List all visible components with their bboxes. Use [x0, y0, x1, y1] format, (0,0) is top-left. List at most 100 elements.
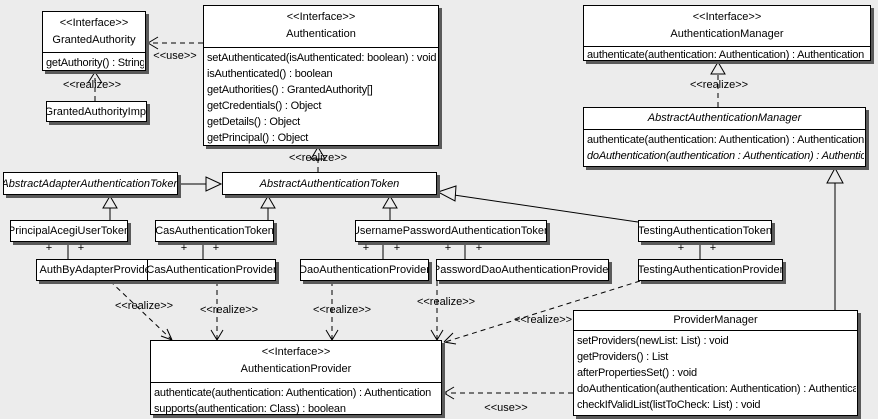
class-authentication-manager[interactable]: <<Interface>> AuthenticationManager auth… — [583, 5, 871, 61]
class-name: TestingAuthenticationToken — [638, 225, 772, 237]
class-granted-authority[interactable]: <<Interface>> GrantedAuthority getAuthor… — [42, 11, 146, 71]
class-method: getAuthority() : String — [46, 57, 144, 69]
class-stereotype: <<Interface>> — [59, 17, 129, 29]
assoc-plus-marker: + — [709, 242, 717, 254]
class-granted-authority-impl[interactable]: GrantedAuthorityImpl — [46, 101, 147, 122]
class-cas-authentication-provider[interactable]: CasAuthenticationProvider — [147, 259, 276, 281]
class-methods: getAuthority() : String — [43, 52, 145, 70]
class-method: getAuthorities() : GrantedAuthority[] — [207, 84, 373, 96]
class-method: getPrincipal() : Object — [207, 132, 309, 144]
class-name: DaoAuthenticationProvider — [300, 264, 429, 276]
edge-label-realize: <<realize>> — [114, 300, 174, 312]
class-authentication[interactable]: <<Interface>> Authentication setAuthenti… — [203, 5, 439, 146]
class-header: AbstractAuthenticationManager — [584, 108, 865, 129]
class-method: getProviders() : List — [577, 351, 669, 363]
class-cas-authentication-token[interactable]: CasAuthenticationToken — [155, 220, 274, 242]
class-method: authenticate(authentication: Authenticat… — [587, 49, 865, 61]
class-name: PrincipalAcegiUserToken — [10, 225, 128, 237]
assoc-plus-marker: + — [212, 242, 220, 254]
class-methods: setAuthenticated(isAuthenticated: boolea… — [204, 47, 438, 145]
class-username-password-authentication-token[interactable]: UsernamePasswordAuthenticationToken — [355, 220, 547, 242]
class-method: setAuthenticated(isAuthenticated: boolea… — [207, 52, 437, 64]
class-testing-authentication-token[interactable]: TestingAuthenticationToken — [638, 220, 772, 242]
edge-realize-testingprovider-authenticationprovider — [443, 280, 641, 345]
class-method: supports(authentication: Class) : boolea… — [154, 403, 346, 415]
edge-realize-passworddaoprovider-authenticationprovider — [430, 281, 444, 341]
class-methods: authenticate(authentication: Authenticat… — [584, 46, 870, 61]
class-name: AbstractAuthenticationManager — [647, 112, 802, 124]
class-name: AbstractAdapterAuthenticationToken — [3, 177, 178, 190]
edge-label-use: <<use>> — [153, 50, 197, 62]
class-name: GrantedAuthorityImpl — [46, 105, 147, 118]
class-methods: authenticate(authentication: Authenticat… — [151, 382, 441, 415]
edge-label-realize: <<realize>> — [513, 314, 573, 326]
assoc-plus-marker: + — [393, 242, 401, 254]
class-header: ProviderManager — [574, 311, 857, 330]
class-name: AuthByAdapterProvider — [39, 264, 155, 276]
class-method: setProviders(newList: List) : void — [577, 335, 729, 347]
edge-use-authentication-grantedauthority — [147, 36, 203, 50]
assoc-plus-marker: + — [475, 242, 483, 254]
class-name: PasswordDaoAuthenticationProvider — [436, 264, 609, 276]
class-name: CasAuthenticationToken — [155, 225, 274, 237]
assoc-plus-marker: + — [444, 242, 452, 254]
class-method: doAuthentication(authentication : Authen… — [587, 150, 864, 162]
edge-gen-testingtoken-abstracttoken — [436, 185, 639, 223]
edge-gen-usernamepasswordtoken-abstracttoken — [382, 195, 398, 220]
class-name: AuthenticationManager — [670, 28, 784, 40]
class-methods: setProviders(newList: List) : void getPr… — [574, 330, 857, 414]
class-auth-by-adapter-provider[interactable]: AuthByAdapterProvider — [36, 259, 158, 281]
class-name: CasAuthenticationProvider — [147, 264, 276, 276]
edge-realize-abstractmanager-authenticationmanager — [710, 61, 726, 107]
class-header: <<Interface>> AuthenticationProvider — [151, 341, 441, 382]
edge-gen-providermanager-abstractmanager — [826, 166, 844, 310]
class-principal-acegi-user-token[interactable]: PrincipalAcegiUserToken — [10, 220, 128, 242]
class-methods: authenticate(authentication: Authenticat… — [584, 129, 865, 165]
class-abstract-adapter-authentication-token[interactable]: AbstractAdapterAuthenticationToken — [3, 172, 178, 195]
class-name: Authentication — [286, 28, 356, 40]
edge-realize-daoprovider-authenticationprovider — [325, 281, 339, 341]
class-name: AuthenticationProvider — [240, 363, 352, 375]
class-stereotype: <<Interface>> — [286, 11, 356, 23]
edge-label-realize: <<realize>> — [416, 296, 476, 308]
edge-realize-authbyadapterprovider-authenticationprovider — [109, 280, 173, 341]
class-method: authenticate(authentication: Authenticat… — [587, 134, 864, 146]
assoc-plus-marker: + — [180, 242, 188, 254]
class-header: <<Interface>> GrantedAuthority — [43, 12, 145, 52]
edge-label-realize: <<realize>> — [62, 79, 122, 91]
edge-use-providermanager-authenticationprovider — [443, 386, 573, 400]
assoc-plus-marker: + — [362, 242, 370, 254]
class-header: <<Interface>> AuthenticationManager — [584, 6, 870, 46]
class-name: GrantedAuthority — [52, 34, 136, 46]
class-name: TestingAuthenticationProvider — [638, 264, 783, 276]
class-method: getDetails() : Object — [207, 116, 301, 128]
class-name: ProviderManager — [673, 314, 758, 326]
class-abstract-authentication-token[interactable]: AbstractAuthenticationToken — [222, 172, 437, 195]
class-method: afterPropertiesSet() : void — [577, 367, 697, 379]
class-name: UsernamePasswordAuthenticationToken — [355, 225, 547, 237]
class-stereotype: <<Interface>> — [692, 11, 762, 23]
class-provider-manager[interactable]: ProviderManager setProviders(newList: Li… — [573, 310, 858, 416]
class-method: checkIfValidList(listToCheck: List) : vo… — [577, 399, 761, 411]
class-header: <<Interface>> Authentication — [204, 6, 438, 47]
assoc-plus-marker: + — [77, 242, 85, 254]
edge-label-use: <<use>> — [484, 402, 528, 414]
class-password-dao-authentication-provider[interactable]: PasswordDaoAuthenticationProvider — [436, 259, 609, 281]
edge-gen-adaptertoken-abstracttoken — [178, 176, 223, 192]
class-method: doAuthentication(authentication: Authent… — [577, 383, 856, 395]
edge-label-realize: <<realize>> — [312, 304, 372, 316]
class-testing-authentication-provider[interactable]: TestingAuthenticationProvider — [638, 259, 783, 281]
edge-label-realize: <<realize>> — [689, 79, 749, 91]
assoc-plus-marker: + — [45, 242, 53, 254]
class-name: AbstractAuthenticationToken — [259, 177, 400, 190]
class-method: getCredentials() : Object — [207, 100, 322, 112]
edge-gen-castoken-abstracttoken — [260, 195, 276, 220]
edge-gen-principaltoken-adaptertoken — [102, 195, 118, 220]
edge-label-realize: <<realize>> — [199, 304, 259, 316]
class-dao-authentication-provider[interactable]: DaoAuthenticationProvider — [300, 259, 429, 281]
class-authentication-provider[interactable]: <<Interface>> AuthenticationProvider aut… — [150, 340, 442, 415]
class-abstract-authentication-manager[interactable]: AbstractAuthenticationManager authentica… — [583, 107, 866, 167]
edge-realize-abstracttoken-authentication — [310, 146, 326, 172]
